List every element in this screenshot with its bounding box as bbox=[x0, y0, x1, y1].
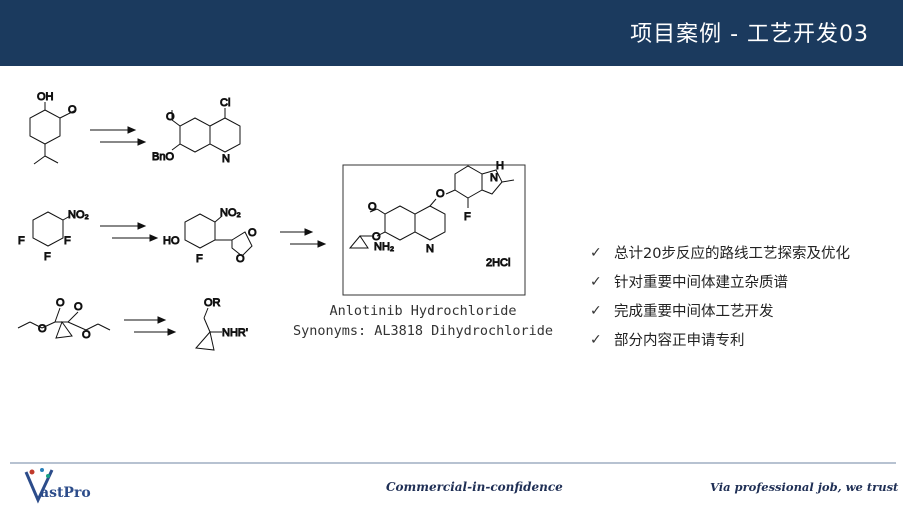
logo-text: astPro bbox=[40, 485, 91, 501]
starting-material-1: OH O bbox=[29, 91, 78, 165]
label-f: F bbox=[64, 235, 71, 247]
checkmark-icon: ✓ bbox=[590, 273, 602, 290]
bullet-list: ✓ 总计20步反应的路线工艺探索及优化 ✓ 针对重要中间体建立杂质谱 ✓ 完成重… bbox=[590, 238, 900, 354]
label-n: N bbox=[426, 243, 434, 255]
bullet-item: ✓ 部分内容正申请专利 bbox=[590, 325, 900, 354]
label-o: O bbox=[82, 329, 91, 341]
page-title: 项目案例 - 工艺开发03 bbox=[630, 22, 869, 47]
label-n: N bbox=[222, 153, 230, 165]
footer-divider bbox=[10, 462, 896, 464]
label-o: O bbox=[38, 323, 47, 335]
vastpro-logo-icon bbox=[24, 468, 54, 504]
product-name-line-2: Synonyms: AL3818 Dihydrochloride bbox=[292, 323, 554, 339]
header-bar: 项目案例 - 工艺开发03 bbox=[0, 0, 903, 66]
intermediate-3: OR NHR' bbox=[194, 297, 248, 351]
reaction-scheme: OH O Cl O BnO N NO₂ F F F NO₂ HO F bbox=[17, 91, 526, 351]
confidential-note: Commercial-in-confidence bbox=[386, 480, 563, 494]
label-o: O bbox=[74, 301, 83, 313]
label-oh: OH bbox=[37, 91, 54, 103]
company-slogan: Via professional job, we trust bbox=[710, 480, 899, 494]
bullet-text: 完成重要中间体工艺开发 bbox=[614, 304, 774, 320]
product-structure: H N O F O NH₂ N O 2HCl bbox=[348, 160, 515, 270]
label-f: F bbox=[464, 211, 471, 223]
label-o: O bbox=[56, 297, 65, 309]
label-nh2: NH₂ bbox=[374, 241, 394, 253]
checkmark-icon: ✓ bbox=[590, 244, 602, 261]
label-o: O bbox=[368, 201, 377, 213]
bullet-item: ✓ 总计20步反应的路线工艺探索及优化 bbox=[590, 238, 900, 267]
label-salt: 2HCl bbox=[486, 257, 510, 269]
checkmark-icon: ✓ bbox=[590, 302, 602, 319]
label-f: F bbox=[18, 235, 25, 247]
label-o: O bbox=[68, 104, 77, 116]
intermediate-1: Cl O BnO N bbox=[152, 97, 241, 166]
bullet-text: 总计20步反应的路线工艺探索及优化 bbox=[614, 246, 850, 262]
label-f: F bbox=[44, 251, 51, 263]
label-o: O bbox=[436, 188, 445, 200]
starting-material-3: O O O O bbox=[17, 297, 111, 342]
product-name: Anlotinib Hydrochloride Synonyms: AL3818… bbox=[280, 301, 566, 341]
bullet-item: ✓ 针对重要中间体建立杂质谱 bbox=[590, 267, 900, 296]
label-no2: NO₂ bbox=[68, 209, 89, 221]
label-n: N bbox=[490, 172, 498, 184]
label-ho: HO bbox=[163, 235, 180, 247]
product-name-line-1: Anlotinib Hydrochloride bbox=[329, 303, 517, 319]
label-no2: NO₂ bbox=[220, 207, 241, 219]
label-cl: Cl bbox=[220, 97, 230, 109]
label-o: O bbox=[236, 253, 245, 265]
bullet-item: ✓ 完成重要中间体工艺开发 bbox=[590, 296, 900, 325]
intermediate-2: NO₂ HO F O O bbox=[163, 207, 258, 266]
label-f: F bbox=[196, 253, 203, 265]
label-o: O bbox=[248, 227, 257, 239]
bullet-text: 部分内容正申请专利 bbox=[614, 333, 745, 349]
label-or: OR bbox=[204, 297, 221, 309]
label-o: O bbox=[166, 111, 175, 123]
label-nhr: NHR' bbox=[222, 327, 248, 339]
bullet-text: 针对重要中间体建立杂质谱 bbox=[614, 275, 788, 291]
starting-material-2: NO₂ F F F bbox=[18, 209, 90, 264]
label-bno: BnO bbox=[152, 151, 174, 163]
label-nh: H bbox=[496, 160, 504, 172]
label-o: O bbox=[372, 231, 381, 243]
checkmark-icon: ✓ bbox=[590, 331, 602, 348]
